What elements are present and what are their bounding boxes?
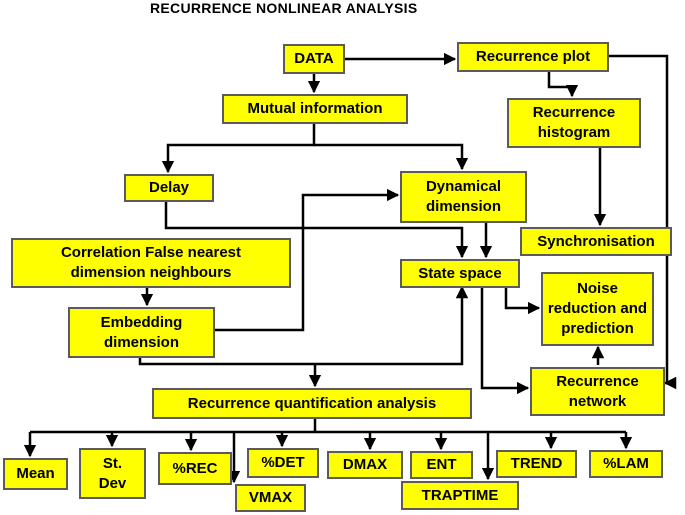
node-noise-reduction: Noise reduction and prediction	[541, 272, 654, 346]
arrow-state-space-to-noise	[504, 287, 541, 315]
arrow-state-space-to-network	[480, 287, 530, 395]
node-delay: Delay	[124, 174, 214, 202]
arrow-embedding-to-dynamical	[215, 188, 400, 332]
node-correlation-false-nearest: Correlation False nearest dimension neig…	[11, 238, 291, 288]
diagram-title: RECURRENCE NONLINEAR ANALYSIS	[150, 0, 418, 16]
node-rec: %REC	[158, 452, 232, 485]
node-det: %DET	[247, 448, 319, 478]
node-synchronisation: Synchronisation	[520, 227, 672, 256]
node-vmax: VMAX	[235, 484, 306, 512]
node-mean: Mean	[3, 458, 68, 490]
arrow-mutual-info-to-dynamical	[314, 143, 469, 171]
arrow-delay-to-state-space	[164, 200, 469, 259]
node-recurrence-network: Recurrence network	[530, 367, 665, 416]
node-trend: TREND	[496, 450, 577, 478]
node-mutual-information: Mutual information	[222, 94, 408, 124]
node-recurrence-plot: Recurrence plot	[457, 42, 609, 72]
node-traptime: TRAPTIME	[401, 481, 519, 510]
node-recurrence-histogram: Recurrence histogram	[507, 98, 641, 148]
node-dynamical-dimension: Dynamical dimension	[400, 171, 527, 223]
node-lam: %LAM	[589, 450, 663, 478]
node-ent: ENT	[410, 451, 473, 479]
arrow-embedding-to-state-space	[138, 285, 469, 366]
node-dmax: DMAX	[327, 451, 403, 479]
node-state-space: State space	[400, 259, 520, 288]
node-rqa: Recurrence quantification analysis	[152, 388, 472, 419]
arrow-mutual-info-to-delay	[161, 123, 316, 174]
arrow-recplot-to-histogram	[547, 70, 579, 98]
node-st-dev: St. Dev	[79, 448, 146, 499]
node-data: DATA	[283, 44, 345, 74]
node-embedding-dimension: Embedding dimension	[68, 307, 215, 358]
arrow-recplot-to-network	[609, 54, 677, 390]
